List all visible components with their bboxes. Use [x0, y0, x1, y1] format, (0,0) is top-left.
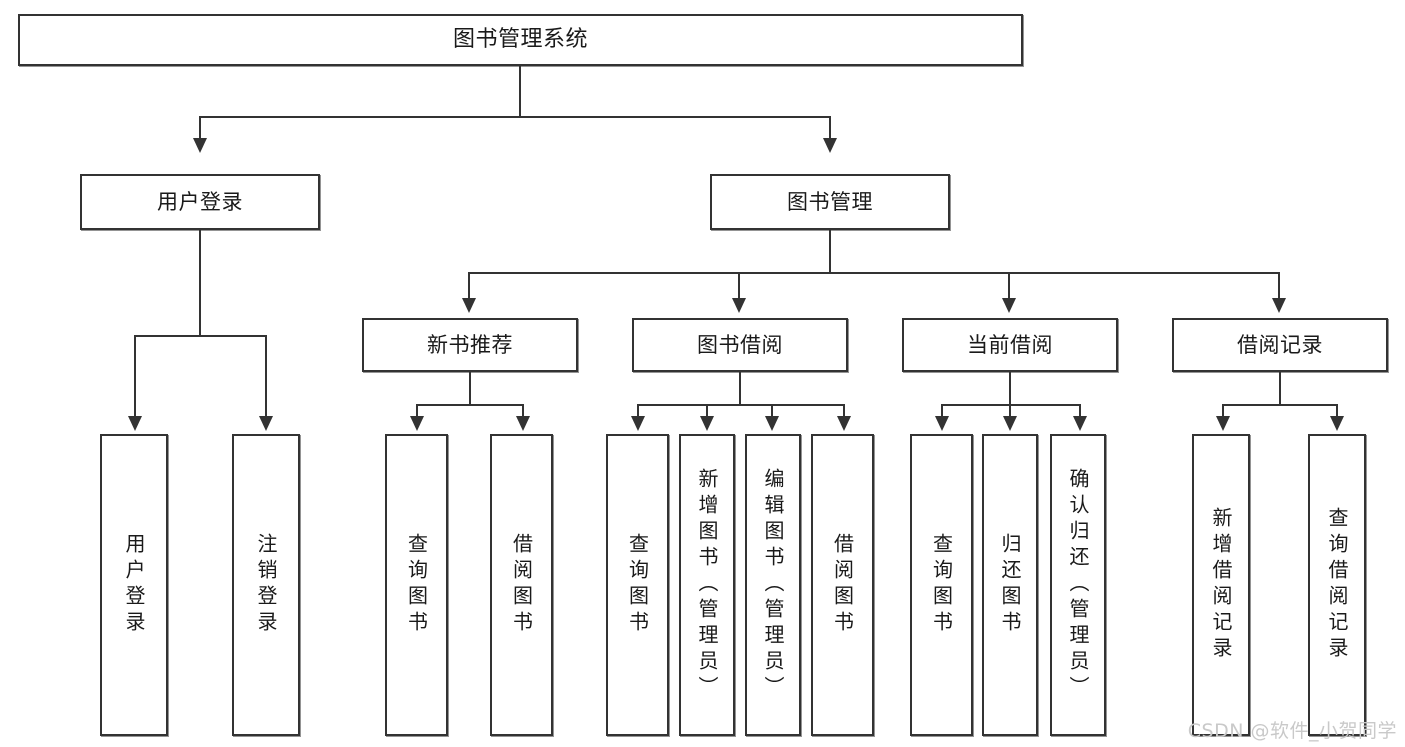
arrowhead-leaf-edit-book [765, 416, 779, 431]
arrowhead-leaf-query-book-3 [935, 416, 949, 431]
leaf-borrow-book-borrow[interactable]: 借阅图书 [811, 434, 874, 736]
leaf-add-book-admin[interactable]: 新增图书（管理员） [679, 434, 735, 736]
arrowhead-book-borrow [732, 298, 746, 313]
node-label: 查询图书 [404, 533, 429, 637]
leaf-logout[interactable]: 注销登录 [232, 434, 300, 736]
connector-bookborrow-drop-3 [771, 404, 773, 420]
leaf-edit-book-admin[interactable]: 编辑图书（管理员） [745, 434, 801, 736]
arrowhead-book-manage [823, 138, 837, 153]
connector-borrowrecord-drop-2 [1336, 404, 1338, 420]
leaf-return-book[interactable]: 归还图书 [982, 434, 1038, 736]
leaf-user-login[interactable]: 用户登录 [100, 434, 168, 736]
connector-borrowrecord-stem [1279, 372, 1281, 405]
node-label: 确认归还（管理员） [1066, 468, 1090, 702]
node-new-book-recommend[interactable]: 新书推荐 [362, 318, 578, 372]
connector-bookmanage-drop-3 [1008, 272, 1010, 302]
connector-borrowrecord-bus [1222, 404, 1338, 406]
connector-userlogin-drop-2 [265, 335, 267, 420]
connector-root-stem [519, 66, 521, 117]
leaf-query-book-borrow[interactable]: 查询图书 [606, 434, 669, 736]
connector-userlogin-drop-1 [134, 335, 136, 420]
connector-newbook-stem [469, 372, 471, 405]
arrowhead-leaf-user-login [128, 416, 142, 431]
arrowhead-user-login [193, 138, 207, 153]
arrowhead-leaf-query-record [1330, 416, 1344, 431]
connector-bookmanage-drop-1 [468, 272, 470, 302]
leaf-query-book-newbook[interactable]: 查询图书 [385, 434, 448, 736]
node-label: 图书管理系统 [452, 27, 588, 53]
connector-bookborrow-drop-2 [706, 404, 708, 420]
arrowhead-leaf-logout [259, 416, 273, 431]
connector-currentborrow-drop-2 [1009, 404, 1011, 420]
connector-bookborrow-stem [739, 372, 741, 405]
node-label: 借阅记录 [1237, 332, 1323, 357]
node-label: 用户登录 [122, 533, 146, 637]
node-label: 查询借阅记录 [1325, 507, 1349, 663]
arrowhead-leaf-borrow-book-1 [516, 416, 530, 431]
leaf-confirm-return-admin[interactable]: 确认归还（管理员） [1050, 434, 1106, 736]
connector-root-bus [199, 116, 831, 118]
node-label: 查询图书 [929, 533, 954, 637]
node-label: 新增图书（管理员） [695, 468, 719, 702]
connector-root-drop-left [199, 116, 201, 144]
arrowhead-leaf-add-book [700, 416, 714, 431]
node-label: 查询图书 [625, 533, 650, 637]
node-borrow-record[interactable]: 借阅记录 [1172, 318, 1388, 372]
node-user-login[interactable]: 用户登录 [80, 174, 320, 230]
connector-bookmanage-bus [468, 272, 1280, 274]
arrowhead-leaf-query-book-1 [410, 416, 424, 431]
connector-currentborrow-bus [941, 404, 1081, 406]
arrowhead-leaf-confirm-return [1073, 416, 1087, 431]
node-root-system[interactable]: 图书管理系统 [18, 14, 1023, 66]
connector-bookborrow-drop-4 [843, 404, 845, 420]
connector-newbook-bus [416, 404, 524, 406]
connector-userlogin-stem [199, 230, 201, 336]
node-label: 注销登录 [254, 533, 278, 637]
node-label: 借阅图书 [509, 533, 534, 637]
connector-bookborrow-bus [637, 404, 845, 406]
leaf-add-borrow-record[interactable]: 新增借阅记录 [1192, 434, 1250, 736]
node-label: 编辑图书（管理员） [761, 468, 785, 702]
connector-root-drop-right [829, 116, 831, 144]
node-label: 新增借阅记录 [1209, 507, 1233, 663]
node-label: 当前借阅 [967, 332, 1053, 357]
arrowhead-leaf-query-book-2 [631, 416, 645, 431]
arrowhead-leaf-return-book [1003, 416, 1017, 431]
connector-currentborrow-stem [1009, 372, 1011, 405]
node-book-borrow[interactable]: 图书借阅 [632, 318, 848, 372]
node-label: 归还图书 [998, 533, 1022, 637]
node-label: 用户登录 [157, 189, 243, 214]
connector-currentborrow-drop-3 [1079, 404, 1081, 420]
node-label: 借阅图书 [830, 533, 855, 637]
node-current-borrow[interactable]: 当前借阅 [902, 318, 1118, 372]
connector-bookmanage-drop-2 [738, 272, 740, 302]
connector-bookborrow-drop-1 [637, 404, 639, 420]
node-label: 图书管理 [787, 189, 873, 214]
connector-userlogin-bus [134, 335, 266, 337]
arrowhead-leaf-add-record [1216, 416, 1230, 431]
leaf-query-book-current[interactable]: 查询图书 [910, 434, 973, 736]
arrowhead-new-book-recommend [462, 298, 476, 313]
leaf-query-borrow-record[interactable]: 查询借阅记录 [1308, 434, 1366, 736]
node-book-management[interactable]: 图书管理 [710, 174, 950, 230]
connector-bookmanage-drop-4 [1278, 272, 1280, 302]
arrowhead-leaf-borrow-book-2 [837, 416, 851, 431]
connector-bookmanage-stem [829, 230, 831, 273]
node-label: 图书借阅 [697, 332, 783, 357]
connector-borrowrecord-drop-1 [1222, 404, 1224, 420]
connector-newbook-drop-2 [522, 404, 524, 420]
connector-currentborrow-drop-1 [941, 404, 943, 420]
leaf-borrow-book-newbook[interactable]: 借阅图书 [490, 434, 553, 736]
arrowhead-borrow-record [1272, 298, 1286, 313]
arrowhead-current-borrow [1002, 298, 1016, 313]
connector-newbook-drop-1 [416, 404, 418, 420]
node-label: 新书推荐 [427, 332, 513, 357]
